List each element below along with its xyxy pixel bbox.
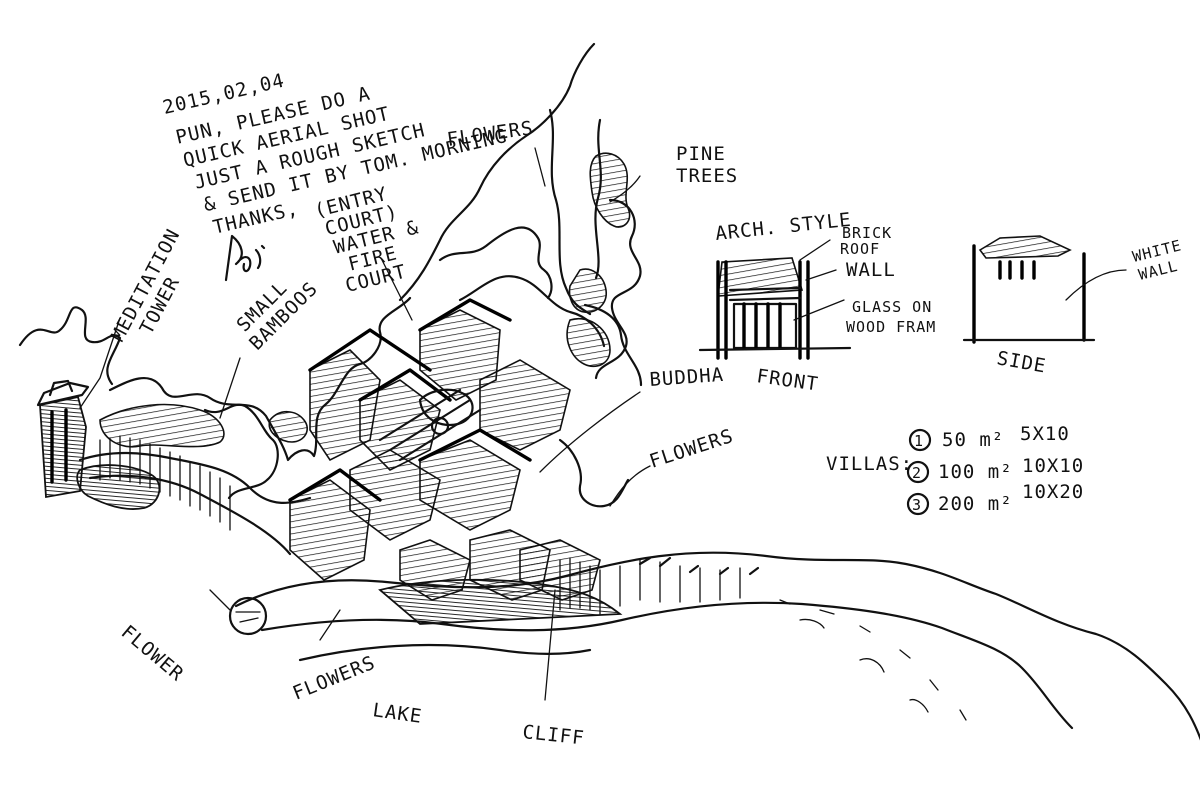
villa-cluster — [288, 298, 601, 601]
arch-style-side: WHITE WALL SIDE — [962, 235, 1184, 378]
arch-label-frame: WOOD FRAM — [846, 318, 936, 336]
svg-text:3: 3 — [912, 496, 922, 514]
arch-label-roof: ROOF — [840, 240, 880, 258]
svg-text:5X10: 5X10 — [1020, 423, 1070, 445]
villa-item-3: 3 200 m² 10X20 — [906, 481, 1084, 516]
label-flower-left: FLOWER — [117, 621, 188, 686]
pine-trees-hatching — [566, 152, 631, 368]
svg-text:50 m²: 50 m² — [942, 429, 1004, 451]
arch-label-wall: WALL — [846, 259, 896, 281]
signature — [224, 234, 266, 282]
label-lake: LAKE — [371, 699, 423, 728]
lakeside-trees — [99, 435, 760, 625]
label-buddha: BUDDHA — [649, 364, 725, 391]
label-small-bamboos: SMALL BAMBOOS — [232, 277, 322, 355]
lake-shoreline — [228, 551, 1200, 741]
arch-style-title: ARCH. STYLE — [714, 209, 852, 245]
bamboo-grove-hatching — [76, 403, 308, 510]
arch-side-caption: SIDE — [995, 347, 1048, 377]
arch-style-front: ARCH. STYLE BRICK ROOF WALL GLASS ON WOO… — [698, 209, 936, 396]
arch-front-caption: FRONT — [755, 365, 820, 395]
label-cliff: CLIFF — [521, 721, 585, 749]
villas-label: VILLAS: — [826, 453, 913, 475]
arch-label-glass: GLASS ON — [852, 298, 932, 316]
svg-text:2: 2 — [912, 464, 922, 482]
meditation-tower — [36, 379, 90, 499]
villas-list: VILLAS: 1 50 m² 5X10 2 100 m² 10X10 3 20… — [826, 423, 1084, 516]
label-meditation-tower: MEDITATION TOWER — [107, 225, 185, 345]
leader-lines — [79, 147, 651, 701]
label-flowers-right: FLOWERS — [647, 425, 737, 473]
svg-text:1: 1 — [914, 432, 924, 450]
svg-text:200 m²: 200 m² — [938, 493, 1013, 515]
label-entry-court: (ENTRY COURT) WATER & FIRE COURT — [312, 183, 421, 297]
svg-text:100 m²: 100 m² — [938, 461, 1013, 483]
arch-label-brick: BRICK — [842, 224, 892, 242]
villa-item-1: 1 50 m² 5X10 — [908, 423, 1070, 452]
label-pine: PINE — [676, 143, 726, 165]
label-trees: TREES — [676, 165, 738, 187]
svg-text:10X10: 10X10 — [1022, 455, 1084, 477]
villa-item-2: 2 100 m² 10X10 — [906, 455, 1084, 484]
svg-text:10X20: 10X20 — [1022, 481, 1084, 503]
